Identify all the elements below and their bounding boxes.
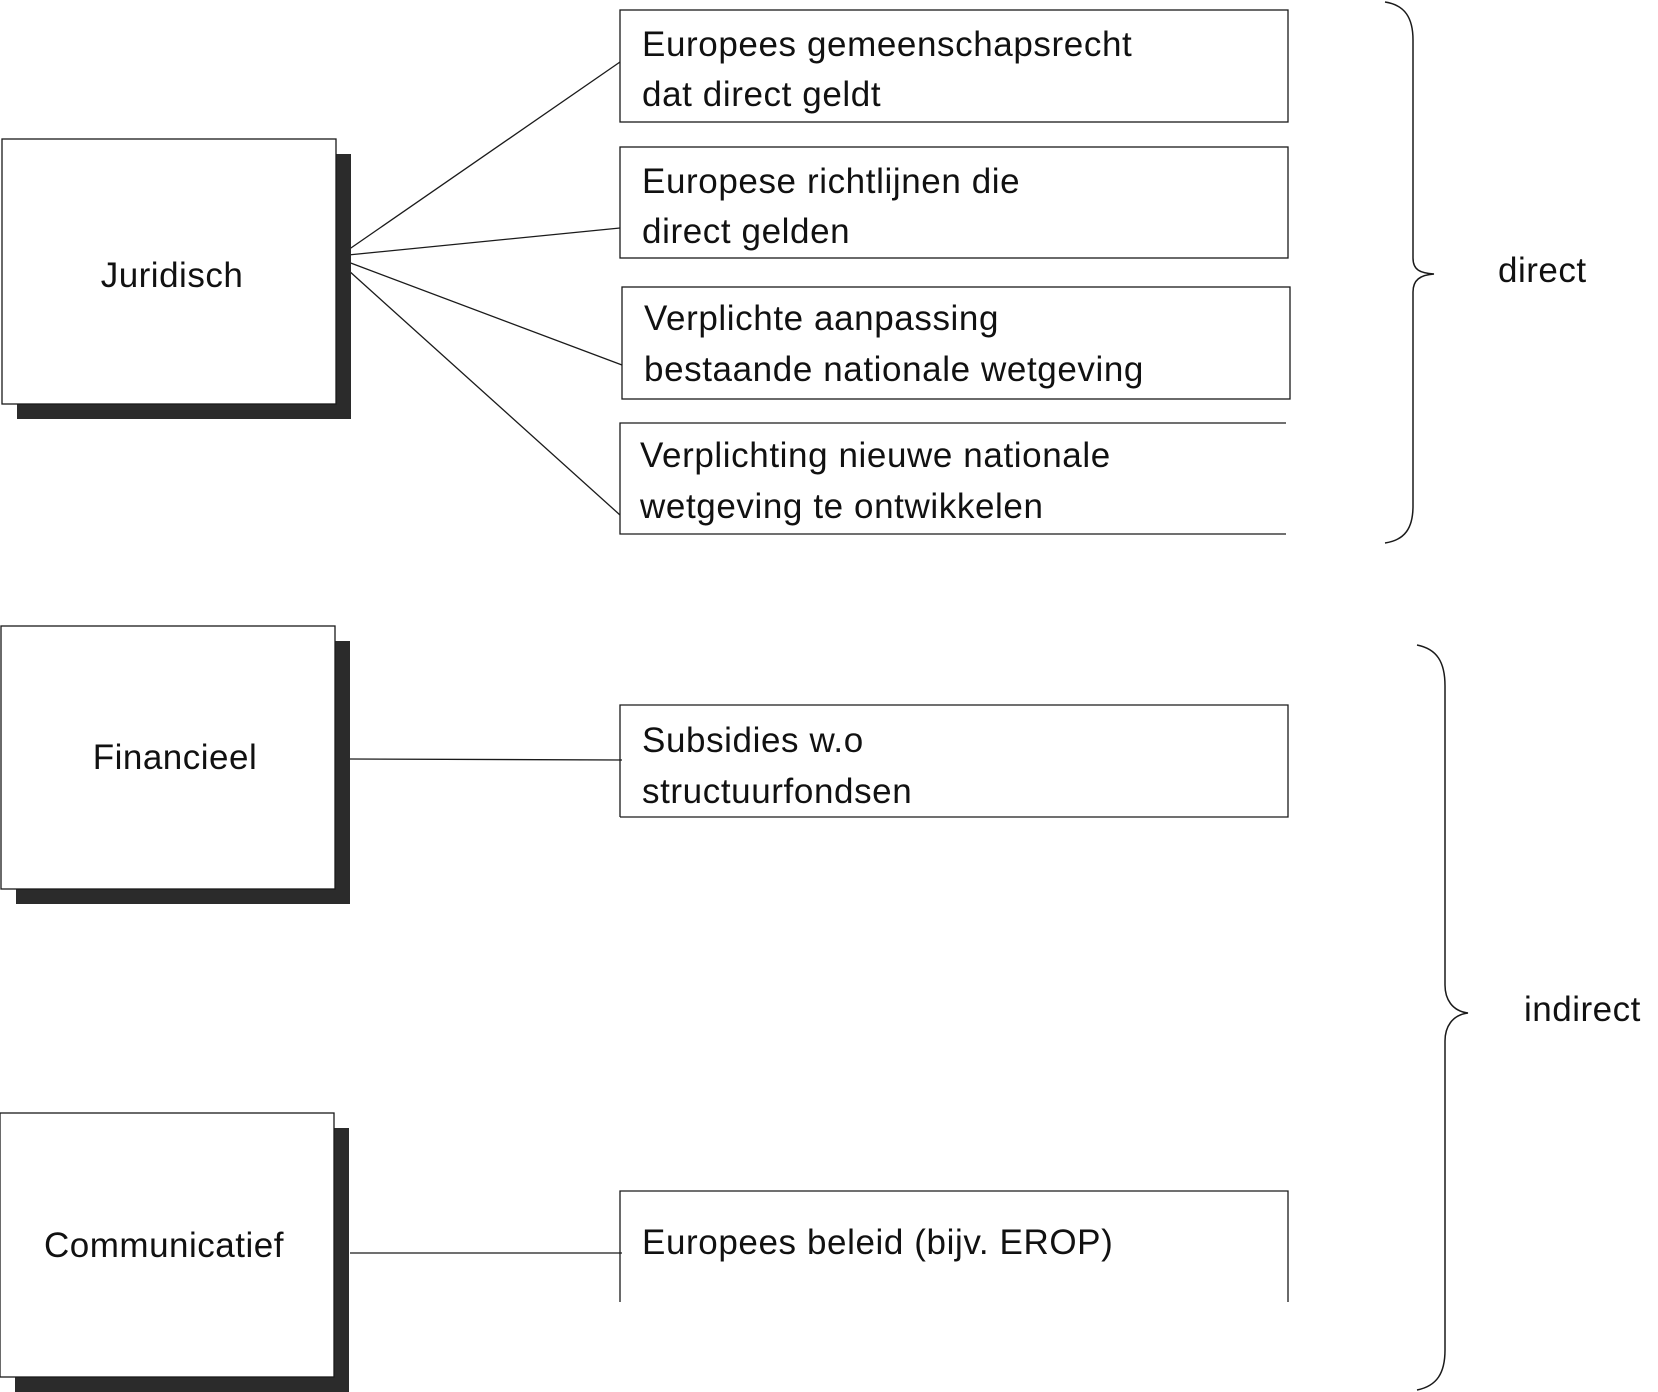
item-box-frame: [619, 9, 1289, 123]
group-label-direct: direct: [1498, 251, 1587, 290]
category-box-financieel: Financieel: [0, 625, 350, 904]
item-box-aanpassing-wetgeving: Verplichte aanpassing bestaande national…: [621, 286, 1291, 400]
item-text-line-1: Verplichting nieuwe nationale: [640, 436, 1111, 475]
item-box-frame: [621, 286, 1291, 400]
category-box-frame: [0, 625, 336, 890]
item-text-line-2: direct gelden: [642, 212, 850, 251]
item-text-line-1: Europese richtlijnen die: [642, 162, 1020, 201]
item-text-line-2: dat direct geldt: [642, 75, 881, 114]
item-box-frame: [619, 422, 1286, 535]
category-label-financieel: Financieel: [93, 738, 258, 777]
item-box-frame: [619, 1190, 1289, 1302]
item-text-line-1: Subsidies w.o: [642, 721, 864, 760]
category-box-juridisch: Juridisch: [1, 138, 351, 419]
category-label-juridisch: Juridisch: [101, 256, 244, 295]
item-box-gemeenschapsrecht: Europees gemeenschapsrecht dat direct ge…: [619, 9, 1289, 123]
connector-juridisch-item3: [347, 261, 623, 366]
item-text-line-1: Verplichte aanpassing: [644, 299, 999, 338]
item-box-europees-beleid: Europees beleid (bijv. EROP): [619, 1190, 1289, 1302]
category-box-communicatief: Communicatief: [0, 1112, 349, 1392]
item-text-line-1: Europees beleid (bijv. EROP): [642, 1223, 1113, 1262]
connector-lines: [347, 61, 623, 1254]
connector-juridisch-item2: [347, 227, 621, 256]
connector-financieel-item5: [349, 758, 623, 761]
category-box-frame: [0, 1112, 335, 1378]
connector-juridisch-item4: [347, 269, 621, 516]
item-box-nieuwe-wetgeving: Verplichting nieuwe nationale wetgeving …: [619, 422, 1286, 535]
group-label-indirect: indirect: [1524, 990, 1641, 1029]
item-text-line-2: structuurfondsen: [642, 772, 912, 811]
item-box-richtlijnen: Europese richtlijnen die direct gelden: [619, 146, 1289, 259]
item-box-subsidies: Subsidies w.o structuurfondsen: [619, 704, 1289, 818]
connector-juridisch-item1: [347, 61, 621, 251]
item-box-frame: [619, 146, 1289, 259]
category-box-frame: [1, 138, 337, 405]
item-text-line-2: bestaande nationale wetgeving: [644, 350, 1144, 389]
item-text-line-1: Europees gemeenschapsrecht: [642, 25, 1132, 64]
brace-direct: [1384, 1, 1435, 544]
item-text-line-2: wetgeving te ontwikkelen: [639, 487, 1044, 526]
category-label-communicatief: Communicatief: [44, 1226, 284, 1265]
brace-indirect: [1416, 644, 1469, 1391]
item-box-frame: [619, 704, 1289, 818]
